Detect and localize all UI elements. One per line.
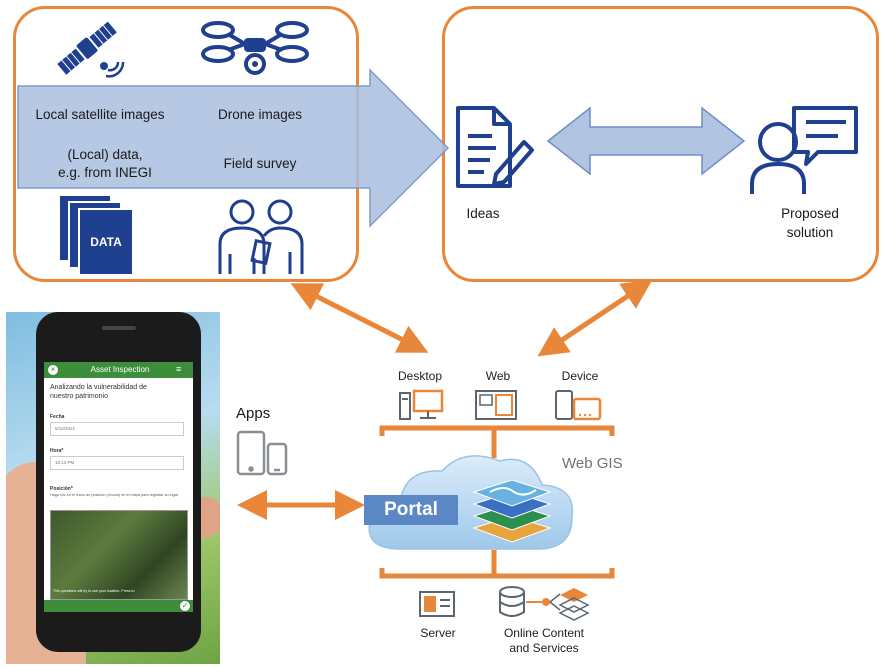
phone-device: × Asset Inspection ≡ Analizando la vulne… [36,312,201,652]
label-proposed-2: solution [786,225,834,240]
field-posicion-label: Posición* [50,486,73,492]
label-online-1: Online Content [503,626,585,640]
app-header: × Asset Inspection ≡ [44,362,193,378]
data-documents-icon: DATA [58,194,134,276]
field-fecha-label: Fecha [50,414,65,420]
map-location-note: This questions will try to use your loca… [53,589,135,593]
label-device: Device [561,369,599,383]
label-web: Web [485,369,511,383]
web-browser-icon [475,390,517,420]
phone-photo: × Asset Inspection ≡ Analizando la vulne… [6,312,220,664]
label-server: Server [420,626,456,640]
app-heading-2: nuestro patrimonio [50,393,108,400]
label-proposed-1: Proposed [781,206,839,221]
app-close-icon[interactable]: × [48,365,58,375]
label-local-data-1: (Local) data, [67,147,143,162]
field-hora-label: Hora* [50,448,64,454]
phone-screen: × Asset Inspection ≡ Analizando la vulne… [44,362,193,612]
field-fecha-input[interactable]: 6/10/2021 [50,422,184,436]
label-local-data-2: e.g. from INEGI [58,165,152,180]
portal-badge[interactable]: Portal [364,495,458,525]
satellite-icon [57,21,125,78]
map-layers-stack-icon [472,479,552,543]
desktop-icon [399,389,444,420]
label-local-satellite: Local satellite images [35,107,165,122]
server-icon [419,591,455,617]
field-hora-input[interactable]: 10:13 PM [50,456,184,470]
ideas-document-pen-icon [456,106,534,188]
field-survey-people-icon [218,199,304,274]
app-footer: ✓ [44,600,193,612]
label-apps: Apps [236,405,271,422]
label-drone-images: Drone images [217,107,303,122]
app-heading-1: Analizando la vulnerabilidad de [50,384,147,391]
phone-speaker [102,326,136,330]
online-content-icon [499,586,590,621]
fecha-value: 6/10/2021 [55,426,76,431]
posicion-hint: Haga clic en el icono de posición (círcu… [50,493,179,497]
label-desktop: Desktop [397,369,443,383]
app-title: Asset Inspection [90,365,150,374]
hora-value: 10:13 PM [55,460,75,465]
label-ideas: Ideas [466,206,500,221]
device-icon [555,390,602,421]
label-field-survey: Field survey [223,156,297,171]
proposed-solution-person-speech-icon [750,106,858,194]
position-map[interactable]: This questions will try to use your loca… [50,510,188,600]
web-gis-label: Web GIS [562,455,623,472]
drone-icon [201,21,309,75]
app-menu-icon[interactable]: ≡ [176,364,182,374]
label-online-2: and Services [509,641,579,655]
submit-check-icon[interactable]: ✓ [180,601,190,611]
apps-tablet-phone-icon [236,430,288,476]
